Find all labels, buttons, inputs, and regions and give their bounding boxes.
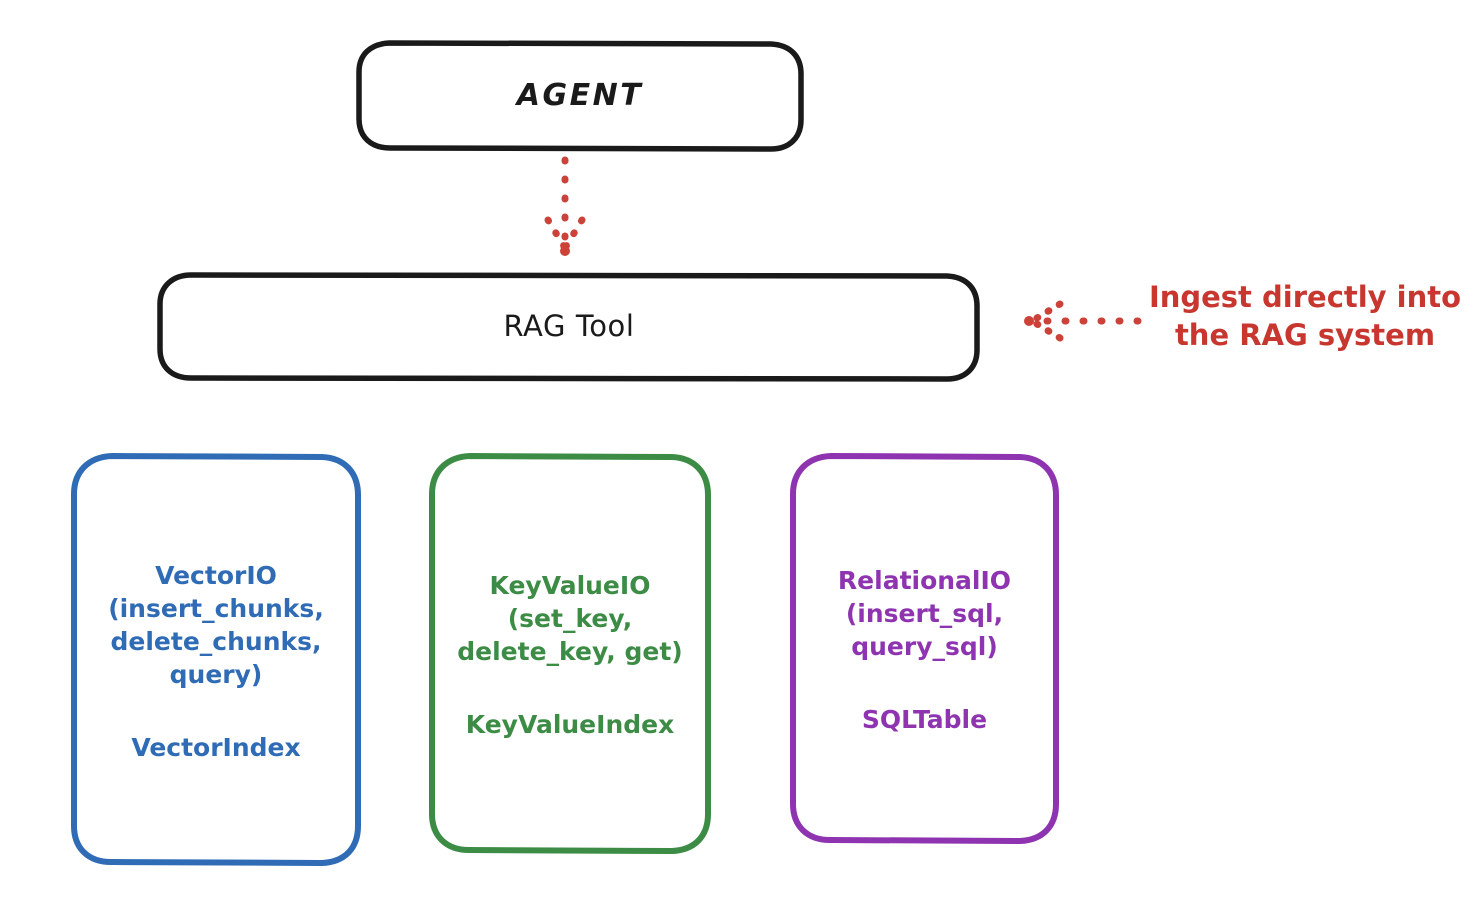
annotation-ingest: Ingest directly into the RAG system [1148,280,1462,353]
node-agent-label: AGENT [516,77,644,113]
node-vectorio-label: VectorIO (insert_chunks, delete_chunks, … [108,560,324,689]
connector-agent-to-rag-tool [544,156,586,256]
node-keyvalueio[interactable]: KeyValueIO (set_key, delete_key, get) Ke… [426,450,714,858]
node-keyvalueio-label: KeyValueIO (set_key, delete_key, get) [457,571,683,666]
node-rag-tool[interactable]: RAG Tool [155,270,983,384]
node-vectorio-index-label: VectorIndex [131,732,301,762]
node-keyvalueio-index-label: KeyValueIndex [465,710,675,739]
node-relationalio-index-label: SQLTable [861,705,988,734]
node-agent[interactable]: AGENT [353,38,807,154]
node-rag-tool-label: RAG Tool [503,309,635,344]
connector-ingest-pointer [1024,300,1142,342]
node-relationalio-label: RelationalIO (insert_sql, query_sql) [837,566,1012,661]
node-vectorio[interactable]: VectorIO (insert_chunks, delete_chunks, … [68,450,364,870]
node-relationalio[interactable]: RelationalIO (insert_sql, query_sql) SQL… [787,450,1062,848]
